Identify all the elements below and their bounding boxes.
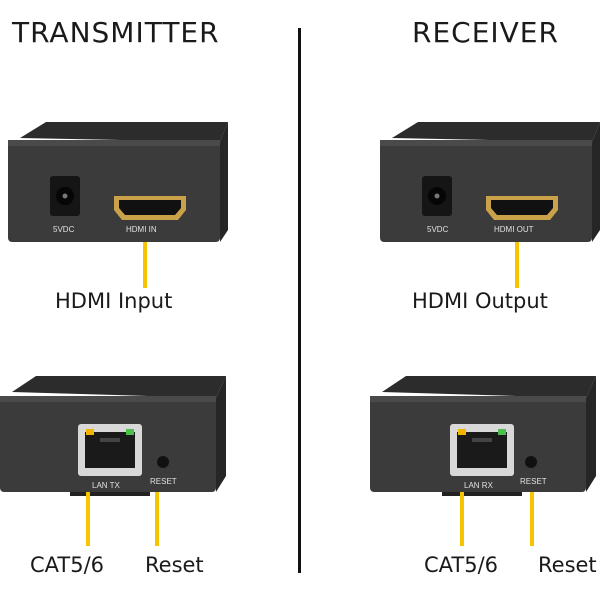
hdmi-port-icon <box>114 196 186 220</box>
cat-callout-line <box>460 492 464 546</box>
reset-port-label: RESET <box>150 477 177 486</box>
transmitter-hdmi-unit: 5VDC HDMI IN <box>6 118 232 248</box>
section-divider <box>298 28 301 573</box>
receiver-lan-unit: LAN RX RESET <box>370 372 600 498</box>
hdmi-output-callout: HDMI Output <box>412 289 548 313</box>
hdmi-input-callout: HDMI Input <box>55 289 173 313</box>
hdmi-output-callout-line <box>515 242 519 288</box>
reset-port-label: RESET <box>520 477 547 486</box>
reset-callout: Reset <box>538 553 597 577</box>
rj45-port-icon <box>450 424 514 476</box>
hdmi-port-label: HDMI OUT <box>494 225 534 234</box>
receiver-hdmi-unit: 5VDC HDMI OUT <box>378 118 600 248</box>
power-port-label: 5VDC <box>53 225 75 234</box>
reset-button-icon <box>157 456 169 468</box>
transmitter-lan-unit: LAN TX RESET <box>0 372 230 498</box>
reset-button-icon <box>525 456 537 468</box>
cat-callout: CAT5/6 <box>424 553 499 577</box>
receiver-heading: RECEIVER <box>412 16 559 49</box>
cat-callout: CAT5/6 <box>30 553 105 577</box>
hdmi-port-icon <box>486 196 558 220</box>
power-jack-icon <box>50 176 80 216</box>
transmitter-heading: TRANSMITTER <box>12 16 220 49</box>
rj45-port-icon <box>78 424 142 476</box>
lan-port-label: LAN TX <box>92 481 121 490</box>
lan-port-label: LAN RX <box>464 481 494 490</box>
power-jack-icon <box>422 176 452 216</box>
hdmi-input-callout-line <box>143 242 147 288</box>
hdmi-port-label: HDMI IN <box>126 225 157 234</box>
reset-callout-line <box>530 492 534 546</box>
cat-callout-line <box>86 492 90 546</box>
power-port-label: 5VDC <box>427 225 449 234</box>
reset-callout: Reset <box>145 553 204 577</box>
reset-callout-line <box>155 492 159 546</box>
